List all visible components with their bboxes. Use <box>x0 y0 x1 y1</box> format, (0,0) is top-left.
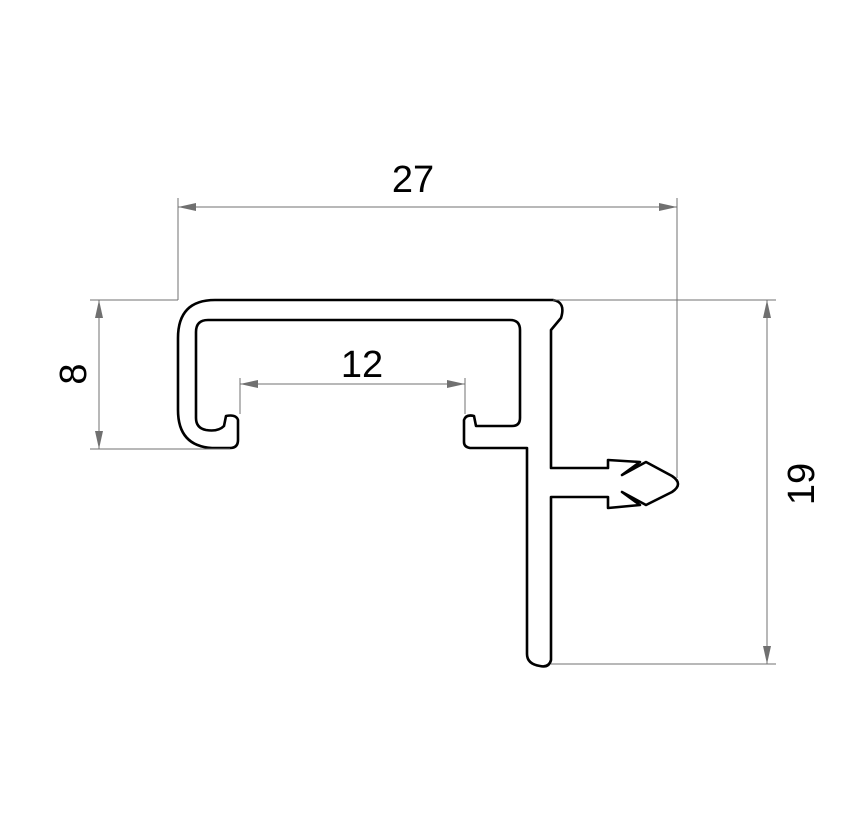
dim-8-label: 8 <box>53 363 95 384</box>
dim-27-arrow-right <box>659 203 677 211</box>
dim-19-label: 19 <box>781 463 823 505</box>
dim-12-arrow-right <box>447 380 465 388</box>
dim-27-label: 27 <box>392 159 434 201</box>
dim-12-label: 12 <box>341 344 383 386</box>
dim-19-arrow-bottom <box>763 646 771 664</box>
dim-19-arrow-top <box>763 300 771 318</box>
dim-12-arrow-left <box>240 380 258 388</box>
dim-27-arrow-left <box>178 203 196 211</box>
profile-outline <box>176 298 680 668</box>
dim-8-arrow-bottom <box>95 431 103 449</box>
dim-8-arrow-top <box>95 300 103 318</box>
